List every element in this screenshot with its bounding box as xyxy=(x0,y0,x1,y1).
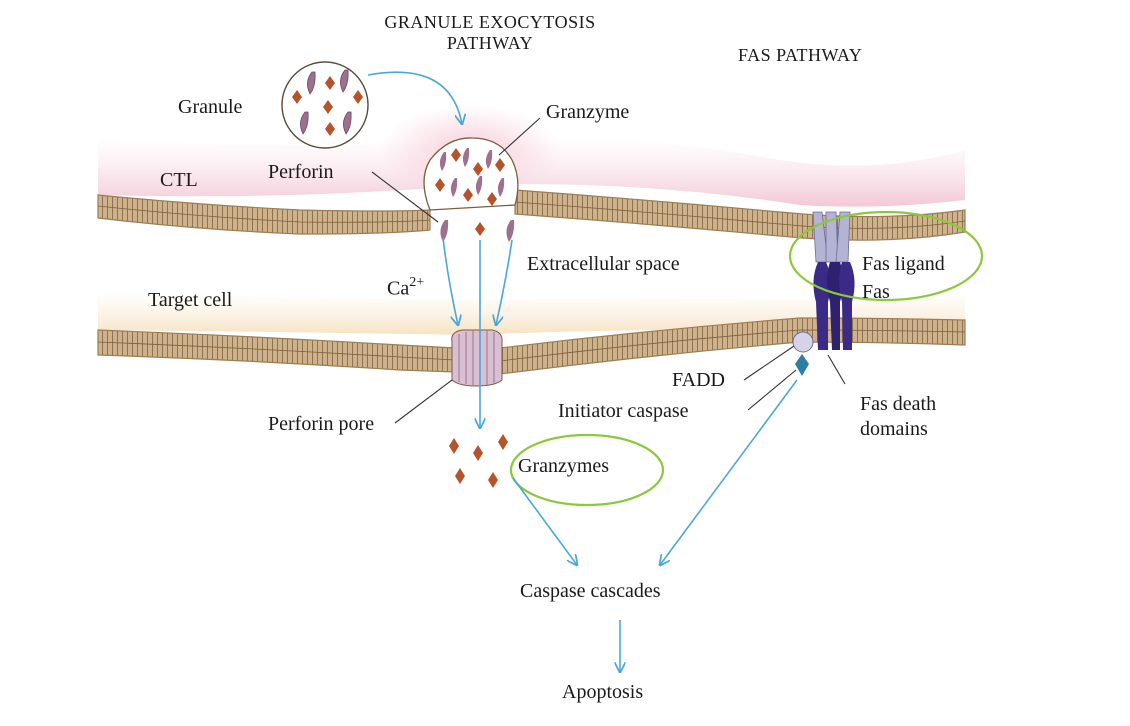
granule-label: Granule xyxy=(178,96,243,118)
granzymes-label: Granzymes xyxy=(518,455,610,477)
fas-ligand xyxy=(812,211,851,263)
fusing-granule xyxy=(423,137,519,211)
initiator-caspase-icon xyxy=(795,354,809,376)
granule-pathway-heading: GRANULE EXOCYTOSIS PATHWAY xyxy=(340,12,640,53)
fas-ligand-highlight xyxy=(788,210,984,302)
granzymes-in-target xyxy=(449,434,508,488)
target-cell-label: Target cell xyxy=(148,289,233,311)
fas-ligand-label: Fas ligand xyxy=(862,253,945,275)
granzyme-label: Granzyme xyxy=(546,101,630,123)
calcium-label: Ca2+ xyxy=(387,275,425,300)
fas-receptor xyxy=(813,262,855,350)
granule-pathway-heading-line1: GRANULE EXOCYTOSIS xyxy=(384,12,596,32)
fas-pathway-heading: FAS PATHWAY xyxy=(738,45,863,65)
caspase-cascades-label: Caspase cascades xyxy=(520,580,661,602)
pathway-arrows xyxy=(367,71,798,672)
granzymes-highlight xyxy=(509,433,665,507)
released-contents xyxy=(440,220,515,242)
granule-pathway-heading-line2: PATHWAY xyxy=(446,32,534,53)
perforin-pore-label: Perforin pore xyxy=(268,413,375,435)
perforin-label: Perforin xyxy=(268,161,334,183)
fas-death-domains-label: Fas death domains xyxy=(860,392,936,442)
fadd-icon xyxy=(792,331,814,353)
calcium-base: Ca xyxy=(387,277,410,300)
perforin-pore xyxy=(451,329,503,387)
calcium-charge: 2+ xyxy=(409,275,425,290)
granule xyxy=(281,61,369,149)
fas-death-domains-line1: Fas death xyxy=(860,393,937,415)
leader-lines xyxy=(371,117,846,424)
fadd-label: FADD xyxy=(672,369,725,391)
extracellular-space-label: Extracellular space xyxy=(527,253,680,275)
fas-label: Fas xyxy=(862,281,890,303)
apoptosis-label: Apoptosis xyxy=(562,681,644,703)
ctl-membrane xyxy=(97,189,966,241)
initiator-caspase-label: Initiator caspase xyxy=(558,400,689,422)
fas-death-domains-line2: domains xyxy=(860,418,928,440)
ctl-label: CTL xyxy=(160,169,198,191)
